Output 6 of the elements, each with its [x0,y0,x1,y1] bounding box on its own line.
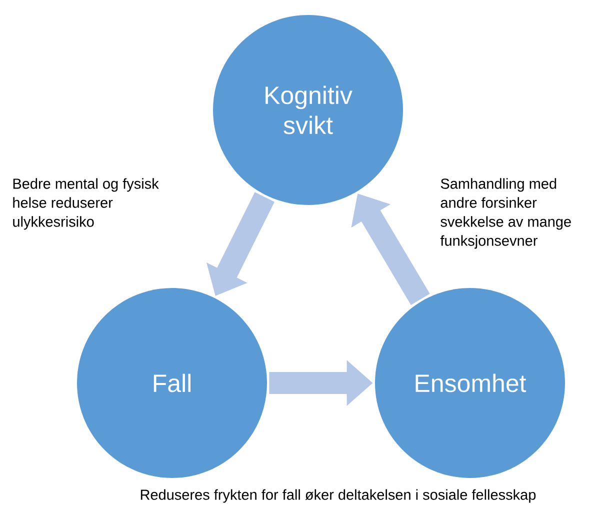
circle-node: Fall [77,288,267,478]
circle-node: Kognitiv svikt [213,15,403,205]
note-text: Bedre mental og fysisk helse reduserer ulykkesrisiko [13,178,159,230]
note-text: Samhandling med andre forsinker svekkelse av mange funksjonsevner [440,178,571,249]
note-text: Reduseres frykten for fall øker deltakelsen i sosiale fellesskap [140,489,536,503]
circle-node: Ensomhet [375,288,565,478]
